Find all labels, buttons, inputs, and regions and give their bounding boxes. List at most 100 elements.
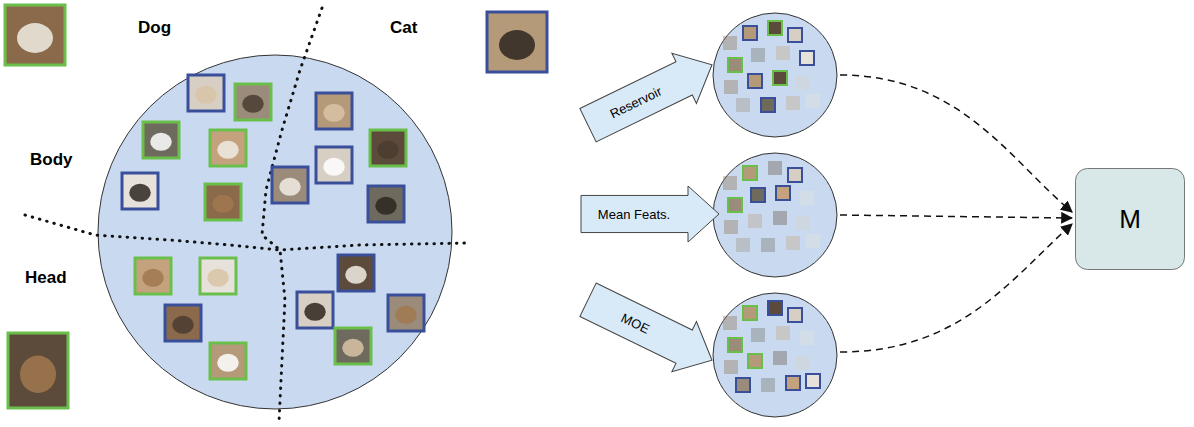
photo xyxy=(5,5,65,65)
thumbnail xyxy=(786,236,800,250)
method-label: MOE xyxy=(619,310,652,336)
photo-frame xyxy=(316,93,352,129)
thumbnail xyxy=(761,238,775,252)
method-label: Reservoir xyxy=(607,83,664,121)
block-arrow: MOE xyxy=(574,273,725,387)
thumbnail xyxy=(788,28,802,42)
photo-group xyxy=(5,5,547,408)
photo xyxy=(338,255,374,291)
block-arrow: Mean Feats. xyxy=(580,185,720,243)
arrow-shape xyxy=(581,186,719,242)
arrow-outline xyxy=(574,273,725,387)
animal-shape xyxy=(304,303,326,321)
text-holder: M xyxy=(1075,168,1185,270)
photo-frame xyxy=(370,130,406,166)
photo-frame xyxy=(165,305,201,341)
photo-frame xyxy=(487,12,547,72)
thumbnail xyxy=(768,21,782,35)
buffer-circle xyxy=(713,153,837,277)
dataset-circle xyxy=(98,55,452,409)
photo-frame xyxy=(338,255,374,291)
animal-shape xyxy=(342,339,364,357)
thumbnail xyxy=(800,51,814,65)
thumbnail xyxy=(748,74,762,88)
photo xyxy=(272,167,308,203)
animal-shape xyxy=(195,86,217,104)
thumbnail xyxy=(773,211,787,225)
photo xyxy=(200,258,236,294)
animal-shape xyxy=(217,354,239,372)
thumbnail xyxy=(748,354,762,368)
photo xyxy=(368,186,404,222)
photo xyxy=(210,130,246,166)
photo xyxy=(122,173,158,209)
dashed-line xyxy=(840,224,1072,352)
photo xyxy=(165,305,201,341)
thumbnail xyxy=(773,71,787,85)
dashed-line xyxy=(840,215,1072,218)
thumbnail xyxy=(788,168,802,182)
thumbnail xyxy=(768,161,782,175)
thumbnail xyxy=(786,376,800,390)
animal-shape xyxy=(129,184,151,202)
animal-shape xyxy=(345,266,367,284)
animal-shape xyxy=(20,356,56,394)
thumbnail xyxy=(788,308,802,322)
block-arrow: Reservoir xyxy=(574,38,725,152)
thumbnail xyxy=(736,98,750,112)
animal-shape xyxy=(242,95,264,113)
photo-frame xyxy=(235,84,271,120)
thumbnail xyxy=(796,216,810,230)
thumbnail-group xyxy=(723,21,820,392)
photo xyxy=(235,84,271,120)
thumbnail xyxy=(751,48,765,62)
text-holder: MOE xyxy=(574,273,696,372)
region-label: Cat xyxy=(390,18,417,38)
thumbnail xyxy=(736,378,750,392)
thumbnail xyxy=(806,374,820,388)
thumbnail xyxy=(723,36,737,50)
photo-frame xyxy=(200,258,236,294)
thumbnail xyxy=(724,80,738,94)
thumbnail xyxy=(736,238,750,252)
photo-frame xyxy=(135,258,171,294)
animal-shape xyxy=(207,269,229,287)
photo xyxy=(210,343,246,379)
animal-shape xyxy=(172,316,194,334)
photo-frame xyxy=(143,122,179,158)
thumbnail xyxy=(768,301,782,315)
photo-frame xyxy=(5,5,65,65)
photo-frame xyxy=(316,147,352,183)
photo xyxy=(316,93,352,129)
photo-frame xyxy=(368,186,404,222)
animal-shape xyxy=(375,197,397,215)
thumbnail xyxy=(761,378,775,392)
thumbnail xyxy=(724,360,738,374)
dashed-line xyxy=(840,75,1072,212)
photo-frame xyxy=(205,184,241,220)
model-box: M xyxy=(1075,168,1185,270)
model-label: M xyxy=(1119,204,1141,235)
photo-frame xyxy=(122,173,158,209)
animal-shape xyxy=(212,195,234,213)
thumbnail xyxy=(743,166,757,180)
region-label: Head xyxy=(25,268,67,288)
thumbnail xyxy=(796,76,810,90)
photo xyxy=(297,292,333,328)
thumbnail xyxy=(751,328,765,342)
photo xyxy=(8,333,68,408)
animal-shape xyxy=(279,178,301,196)
photo xyxy=(388,295,424,331)
thumbnail xyxy=(724,220,738,234)
thumbnail xyxy=(806,234,820,248)
photo-frame xyxy=(210,130,246,166)
photo xyxy=(487,12,547,72)
thumbnail xyxy=(786,96,800,110)
thumbnail xyxy=(776,46,790,60)
animal-shape xyxy=(142,269,164,287)
photo-frame xyxy=(188,75,224,111)
photo-frame xyxy=(210,343,246,379)
thumbnail xyxy=(751,188,765,202)
thumbnail xyxy=(743,306,757,320)
photo xyxy=(143,122,179,158)
